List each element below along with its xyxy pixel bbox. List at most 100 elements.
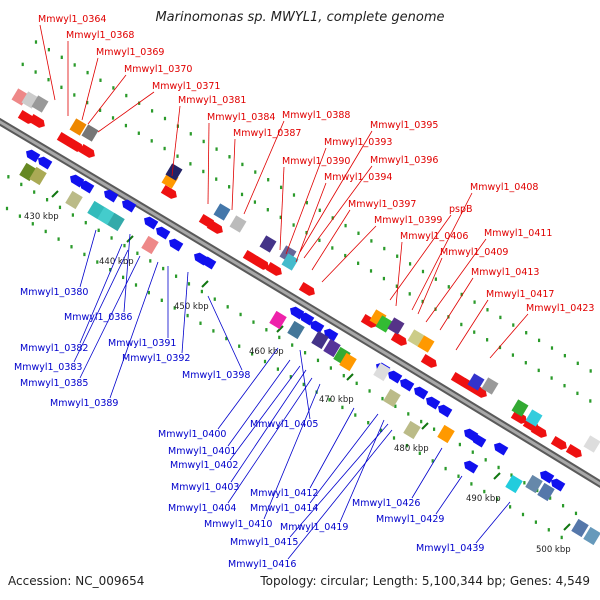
track-dot bbox=[432, 427, 436, 431]
track-dot bbox=[318, 208, 321, 213]
forward-gene-labels: Mmwyl1_0364Mmwyl1_0368Mmwyl1_0369Mmwyl1_… bbox=[38, 14, 594, 359]
reverse-gene-label: Mmwyl1_0405 bbox=[250, 419, 318, 430]
track-dot bbox=[239, 312, 242, 317]
reverse-gene-connector bbox=[217, 347, 279, 430]
reverse-gene-label: Mmwyl1_0391 bbox=[108, 338, 176, 349]
track-dot bbox=[444, 466, 447, 471]
forward-gene-connector bbox=[39, 24, 56, 101]
track-dot bbox=[368, 389, 371, 393]
track-dot bbox=[329, 366, 332, 370]
reverse-gene-box bbox=[97, 206, 115, 226]
track-dot bbox=[225, 336, 228, 341]
reverse-gene-connector bbox=[229, 365, 301, 461]
track-dot bbox=[45, 198, 49, 202]
forward-gene-box bbox=[259, 235, 277, 253]
reverse-gene-label: Mmwyl1_0400 bbox=[158, 429, 226, 440]
forward-gene-label: Mmwyl1_0370 bbox=[124, 64, 192, 75]
track-dot bbox=[279, 215, 282, 220]
scale-tick bbox=[346, 373, 354, 381]
track-dot bbox=[316, 358, 320, 363]
track-dot bbox=[73, 93, 76, 97]
track-dot bbox=[418, 451, 421, 455]
track-dot bbox=[240, 192, 244, 197]
track-dot bbox=[266, 208, 269, 212]
scale-label: 480 kbp bbox=[394, 444, 429, 454]
forward-gene-label: Mmwyl1_0397 bbox=[348, 199, 416, 210]
reverse-gene-box bbox=[141, 235, 159, 255]
track-dot bbox=[537, 338, 541, 343]
reverse-gene-arrow bbox=[387, 370, 403, 384]
reverse-gene-label: Mmwyl1_0415 bbox=[230, 537, 298, 548]
forward-gene-label: Mmwyl1_0369 bbox=[96, 47, 164, 58]
track-dot bbox=[512, 323, 515, 327]
track-dot bbox=[58, 205, 62, 210]
scale-tick bbox=[51, 190, 59, 198]
reverse-gene-box bbox=[29, 166, 47, 186]
reverse-gene-label: Mmwyl1_0403 bbox=[171, 482, 239, 493]
scale-tick bbox=[493, 472, 501, 480]
track-dot bbox=[355, 381, 358, 386]
reverse-gene-arrow bbox=[25, 149, 41, 163]
track-dot bbox=[20, 182, 23, 187]
track-dot bbox=[499, 315, 502, 320]
track-dot bbox=[547, 528, 550, 532]
reverse-gene-arrow bbox=[550, 478, 566, 492]
track-dot bbox=[60, 55, 63, 60]
forward-gene-label: Mmwyl1_0423 bbox=[526, 303, 594, 314]
reverse-gene-connector bbox=[181, 271, 189, 354]
reverse-gene-connector bbox=[227, 359, 291, 447]
track-dot bbox=[124, 123, 128, 128]
track-dot bbox=[176, 154, 179, 158]
track-dot bbox=[47, 77, 50, 82]
reverse-gene-arrow bbox=[201, 256, 217, 270]
track-dot bbox=[109, 268, 112, 272]
reverse-gene-box bbox=[373, 362, 391, 382]
forward-gene-label: Mmwyl1_0409 bbox=[440, 247, 508, 258]
track-dot bbox=[291, 343, 294, 347]
track-dot bbox=[473, 330, 476, 334]
track-dot bbox=[434, 277, 437, 281]
forward-gene-arrow bbox=[530, 424, 547, 438]
track-dot bbox=[536, 488, 539, 493]
track-dot bbox=[263, 359, 267, 364]
forward-gene-label: Mmwyl1_0388 bbox=[282, 110, 350, 121]
track-dot bbox=[380, 428, 383, 433]
track-dot bbox=[7, 175, 10, 179]
track-dot bbox=[470, 482, 473, 486]
track-dot bbox=[369, 269, 373, 273]
track-dot bbox=[138, 101, 141, 105]
forward-gene-arrow bbox=[565, 444, 582, 458]
track-dot bbox=[525, 331, 528, 335]
forward-gene-label: Mmwyl1_0399 bbox=[374, 215, 442, 226]
forward-gene-label: Mmwyl1_0368 bbox=[66, 30, 134, 41]
backbone-highlight bbox=[0, 120, 600, 486]
track-dot bbox=[521, 512, 525, 517]
track-dot bbox=[341, 405, 344, 410]
track-dot bbox=[18, 214, 21, 218]
track-dot bbox=[189, 132, 192, 136]
track-dot bbox=[458, 442, 461, 447]
track-dot bbox=[199, 321, 202, 325]
track-dot bbox=[73, 63, 76, 67]
gene-features bbox=[11, 88, 600, 546]
track-dot bbox=[574, 511, 578, 516]
track-dot bbox=[405, 443, 408, 448]
track-dot bbox=[460, 322, 463, 327]
reverse-gene-arrow bbox=[493, 442, 509, 456]
track-dot bbox=[212, 329, 215, 333]
forward-gene-connector bbox=[285, 147, 327, 255]
track-dot bbox=[576, 361, 579, 366]
track-dot bbox=[421, 269, 425, 274]
forward-gene-connector bbox=[243, 120, 285, 215]
forward-gene-label: Mmwyl1_0394 bbox=[324, 172, 392, 183]
track-dot bbox=[200, 289, 203, 294]
track-dot bbox=[560, 535, 563, 540]
reverse-gene-box bbox=[339, 352, 357, 372]
reverse-gene-label: Mmwyl1_0389 bbox=[50, 398, 118, 409]
reverse-gene-label: Mmwyl1_0385 bbox=[20, 378, 88, 389]
reverse-gene-arrow bbox=[168, 238, 184, 252]
reverse-gene-box bbox=[403, 420, 421, 440]
track-dot bbox=[31, 222, 34, 226]
track-dot bbox=[302, 382, 305, 387]
